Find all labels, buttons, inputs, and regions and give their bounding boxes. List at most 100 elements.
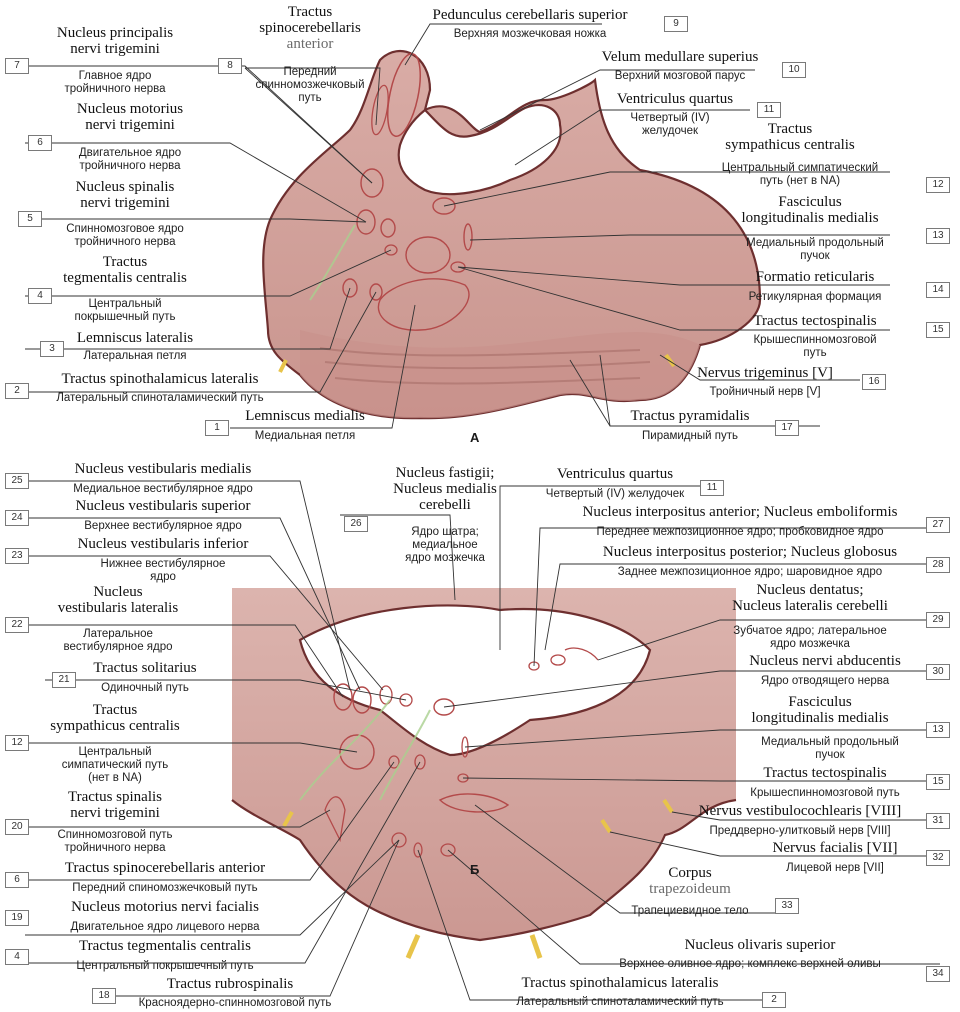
label-latin: Ventriculus quartus: [520, 467, 710, 483]
label-number: 24: [5, 510, 29, 526]
label-number: 17: [775, 420, 799, 436]
label-latin: Nucleus motorius nervi facialis: [35, 900, 295, 916]
label-latin: Formatio reticularis: [730, 270, 900, 286]
label-latin: Nucleusvestibularis lateralis: [38, 585, 198, 617]
label-number: 33: [775, 898, 799, 914]
label-latin: Tractus tectospinalis: [730, 314, 900, 330]
label-latin: Nucleus interpositus anterior; Nucleus e…: [560, 505, 920, 521]
label-russian: Латеральный спиноталамический путь: [470, 996, 770, 1009]
label-russian: Четвертый (IV) желудочек: [520, 488, 710, 501]
label-number: 4: [5, 949, 29, 965]
label-number: 22: [5, 617, 29, 633]
label-russian: Латеральный спиноталамический путь: [40, 392, 280, 405]
label-latin: Nucleus vestibularis superior: [38, 499, 288, 515]
label-number: 25: [5, 473, 29, 489]
label-russian: Верхний мозговой парус: [580, 70, 780, 83]
label-number: 6: [5, 872, 29, 888]
label-number: 12: [5, 735, 29, 751]
label-latin: Tractus solitarius: [70, 661, 220, 677]
label-russian: Красноядерно-спинномозговой путь: [120, 997, 350, 1010]
label-russian: Верхнее вестибулярное ядро: [38, 520, 288, 533]
label-number: 34: [926, 966, 950, 982]
label-latin: Nervus vestibulocochlearis [VIII]: [680, 804, 920, 820]
label-russian: Медиальный продольныйпучок: [730, 237, 900, 263]
label-number: 14: [926, 282, 950, 298]
label-latin: Fasciculuslongitudinalis medialis: [720, 695, 920, 727]
label-latin: Nucleus nervi abducentis: [730, 654, 920, 670]
label-number: 30: [926, 664, 950, 680]
label-latin: Nucleus olivaris superior: [600, 938, 920, 954]
label-latin: Tractus tegmentalis centralis: [35, 939, 295, 955]
label-latin: Tractus pyramidalis: [620, 409, 760, 425]
panel-label-a: А: [470, 430, 479, 445]
label-number: 18: [92, 988, 116, 1004]
label-russian: Преддверно-улитковый нерв [VIII]: [680, 825, 920, 838]
label-number: 31: [926, 813, 950, 829]
label-russian: Пирамидный путь: [620, 430, 760, 443]
label-russian: Двигательное ядро лицевого нерва: [35, 921, 295, 934]
label-number: 16: [862, 374, 886, 390]
label-russian: Медиальная петля: [230, 430, 380, 443]
label-latin: Nucleus vestibularis medialis: [38, 462, 288, 478]
label-number: 11: [757, 102, 781, 118]
panel-label-b: Б: [470, 862, 479, 877]
label-russian: Центральный покрышечный путь: [35, 960, 295, 973]
label-russian: Ретикулярная формация: [730, 291, 900, 304]
label-russian: Тройничный нерв [V]: [690, 386, 840, 399]
label-russian: Одиночный путь: [70, 682, 220, 695]
label-russian: Центральныйсимпатический путь(нет в NA): [30, 746, 200, 786]
label-russian: Передний спиномозжечковый путь: [30, 882, 300, 895]
label-latin: Tractus spinocerebellaris anterior: [30, 861, 300, 877]
label-number: 13: [926, 228, 950, 244]
label-number: 27: [926, 517, 950, 533]
label-russian: Лицевой нерв [VII]: [750, 862, 920, 875]
label-number: 13: [926, 722, 950, 738]
label-number: 28: [926, 557, 950, 573]
label-latin: Lemniscus medialis: [230, 409, 380, 425]
label-latin: Fasciculuslongitudinalis medialis: [720, 195, 900, 227]
label-number: 9: [664, 16, 688, 32]
label-number: 26: [344, 516, 368, 532]
label-russian: Верхняя мозжечковая ножка: [420, 28, 640, 41]
label-number: 15: [926, 322, 950, 338]
label-number: 1: [205, 420, 229, 436]
label-number: 20: [5, 819, 29, 835]
label-number: 15: [926, 774, 950, 790]
label-russian: Ядро отводящего нерва: [730, 675, 920, 688]
label-number: 12: [926, 177, 950, 193]
label-number: 6: [28, 135, 52, 151]
label-latin: Nucleus vestibularis inferior: [38, 537, 288, 553]
label-russian: Трапециевидное тело: [610, 905, 770, 918]
label-number: 2: [762, 992, 786, 1008]
label-russian: Заднее межпозиционное ядро; шаровидное я…: [580, 566, 920, 579]
label-number: 8: [218, 58, 242, 74]
label-number: 32: [926, 850, 950, 866]
label-russian: Зубчатое ядро; латеральноеядро мозжечка: [700, 625, 920, 651]
label-number: 5: [18, 211, 42, 227]
label-latin: Ventriculus quartus: [595, 92, 755, 108]
label-russian: Медиальное вестибулярное ядро: [38, 483, 288, 496]
label-russian: Латеральная петля: [60, 350, 210, 363]
label-number: 2: [5, 383, 29, 399]
label-number: 4: [28, 288, 52, 304]
label-latin: Tractus rubrospinalis: [130, 977, 330, 993]
label-number: 7: [5, 58, 29, 74]
label-number: 23: [5, 548, 29, 564]
label-latin: Tractus spinothalamicus lateralis: [470, 976, 770, 992]
